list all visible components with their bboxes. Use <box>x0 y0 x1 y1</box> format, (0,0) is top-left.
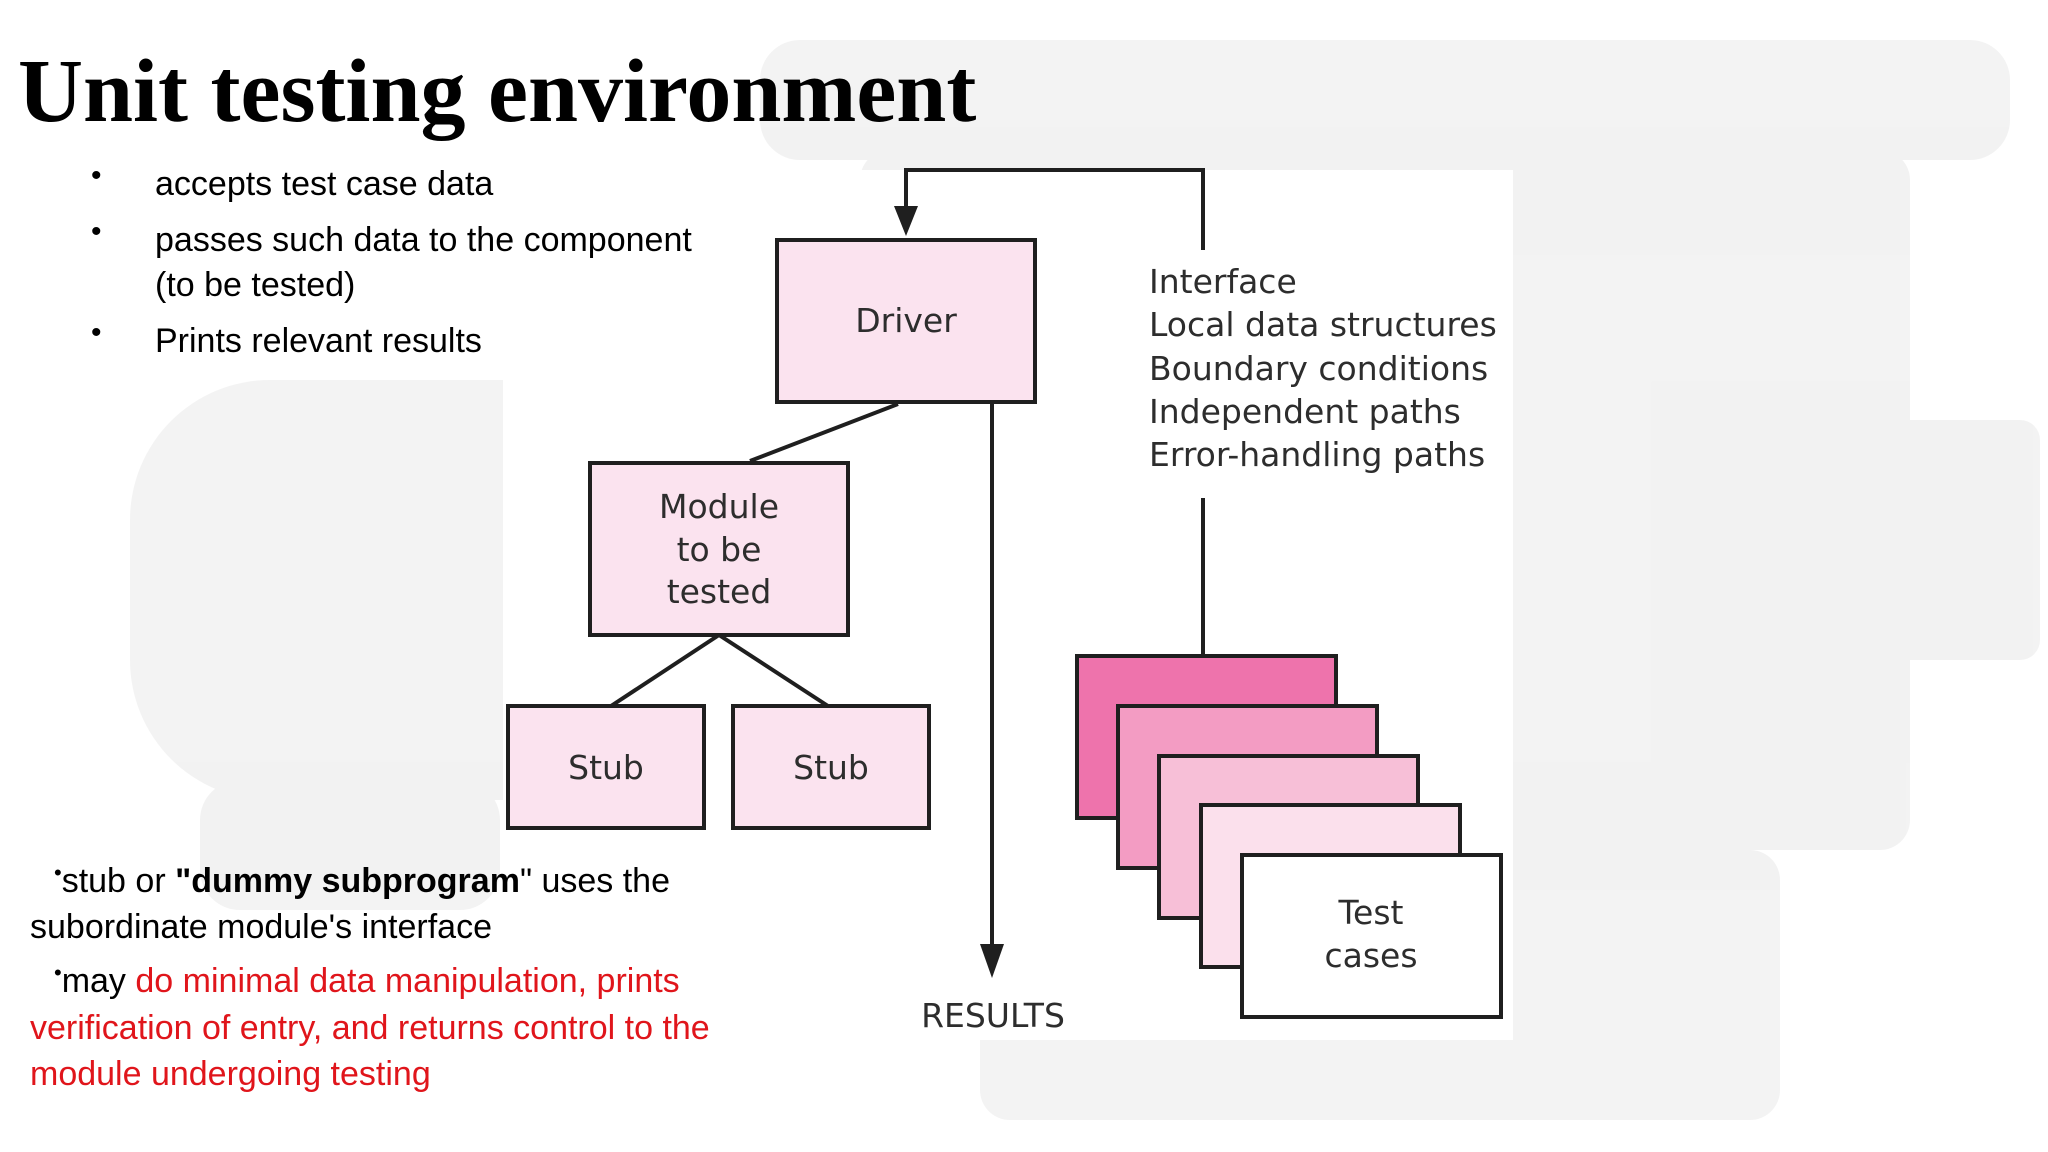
interface-item: Local data structures <box>1149 305 1497 344</box>
bullet-text: accepts test case data <box>155 165 494 203</box>
may-note-red: do minimal data manipulation, prints ver… <box>30 962 710 1093</box>
bullet-text: passes such data to the component (to be… <box>155 220 692 304</box>
bullet-dot: • <box>91 315 102 349</box>
module-label-line-2: to be <box>677 530 762 569</box>
stub-note-suffix: " uses the subordinate module's interfac… <box>30 862 670 947</box>
module-label-line-3: tested <box>667 572 772 611</box>
bullet-dot: • <box>91 214 102 248</box>
note-bullet: • <box>54 860 62 885</box>
test-cases-label-line-1: Test <box>1338 893 1404 932</box>
may-note-prefix: may <box>61 962 136 1001</box>
test-cases-label-line-2: cases <box>1324 936 1417 975</box>
module-label-line-1: Module <box>659 487 779 526</box>
feature-bullet-list: • accepts test case data • passes such dat… <box>85 159 725 375</box>
stub-note-bold: "dummy subprogram <box>175 862 520 900</box>
slide-title: Unit testing environment <box>18 42 977 141</box>
interface-item: Boundary conditions <box>1149 349 1488 388</box>
bullet-dot: • <box>91 159 102 192</box>
stub-note: •stub or "dummy subprogram" uses the sub… <box>30 858 790 950</box>
note-bullet: • <box>54 960 62 986</box>
arrowhead-driver <box>894 206 918 236</box>
test-case-card-front <box>1240 853 1503 1019</box>
results-label: RESULTS <box>921 996 1065 1035</box>
stub-note-prefix: stub or <box>61 862 176 900</box>
module-stub-left-connector <box>609 633 721 708</box>
feedback-connector <box>904 168 1205 250</box>
driver-box <box>775 238 1037 404</box>
bullet-text: Prints relevant results <box>155 321 482 360</box>
driver-label: Driver <box>855 301 957 340</box>
stub-label-right: Stub <box>793 748 869 787</box>
driver-module-connector <box>749 402 899 463</box>
stub-label-left: Stub <box>568 748 644 787</box>
stub-notes: •stub or "dummy subprogram" uses the sub… <box>30 858 790 1105</box>
bullet-item: • Prints relevant results <box>85 316 725 364</box>
interface-item: Error-handling paths <box>1149 435 1485 474</box>
arrowhead-results <box>980 944 1004 978</box>
bullet-item: • accepts test case data <box>85 159 725 207</box>
stub-box-left <box>506 704 706 830</box>
bullet-item: • passes such data to the component (to b… <box>85 215 715 308</box>
may-note: •may do minimal data manipulation, print… <box>30 958 790 1097</box>
interface-item: Interface <box>1149 262 1297 301</box>
module-box <box>588 461 850 637</box>
interface-item: Independent paths <box>1149 392 1461 431</box>
module-stub-right-connector <box>717 633 830 708</box>
stub-box-right <box>731 704 931 830</box>
